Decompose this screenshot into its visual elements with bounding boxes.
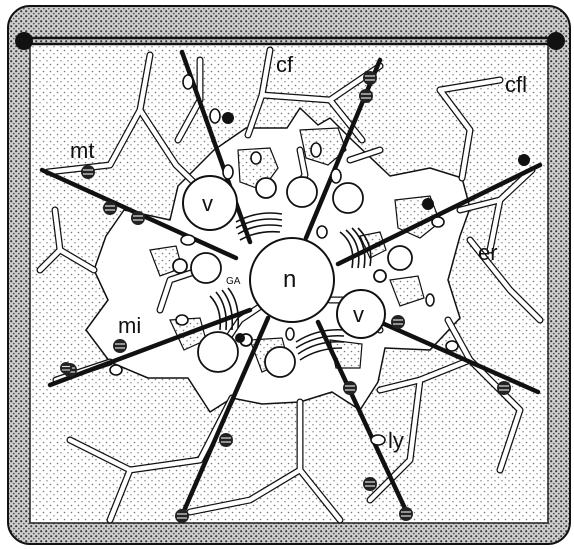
lysosome: [371, 435, 385, 445]
mitochondrion: [497, 381, 511, 395]
mitochondrion: [219, 433, 233, 447]
mitochondrion: [391, 315, 405, 329]
mitochondrion: [81, 165, 95, 179]
mitochondrion: [113, 339, 127, 353]
mitochondrion: [131, 211, 145, 225]
mitochondrion: [60, 362, 72, 374]
mitochondrion: [363, 477, 377, 491]
label-er: er: [478, 240, 498, 265]
label-ly: ly: [388, 428, 404, 453]
mitochondrion: [103, 201, 117, 215]
label-golgi: GA: [226, 276, 241, 287]
label-mi: mi: [118, 313, 141, 338]
label-cfl: cfl: [505, 72, 527, 97]
mitochondrion: [399, 507, 413, 521]
label-mt: mt: [70, 138, 94, 163]
label-vacuole-lower: v: [353, 302, 364, 327]
mitochondrion: [343, 381, 357, 395]
label-nucleus: n: [283, 266, 296, 293]
mitochondrion: [363, 71, 377, 85]
mitochondrion: [175, 509, 189, 523]
label-vacuole-upper: v: [202, 191, 213, 216]
mitochondrion: [359, 89, 373, 103]
label-cf: cf: [276, 52, 294, 77]
